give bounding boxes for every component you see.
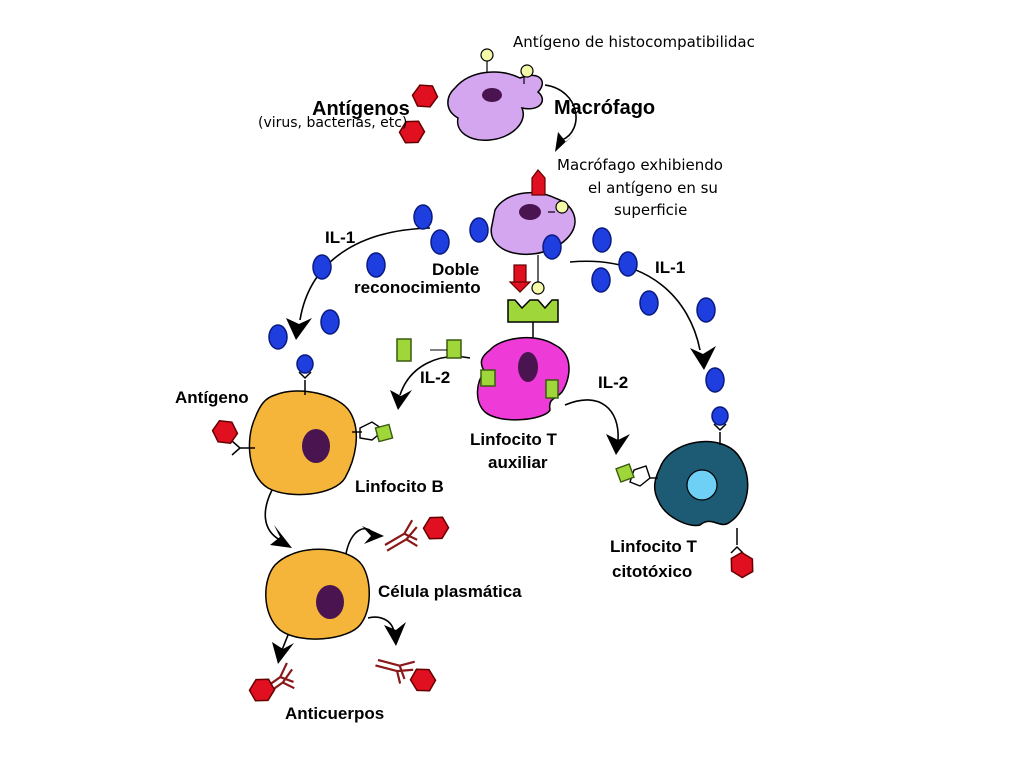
- label-il2-left: IL-2: [420, 368, 450, 387]
- label-il2-right: IL-2: [598, 373, 628, 392]
- label-antigens: Antígenos: [312, 98, 410, 120]
- arrow-antibody-release-right: [367, 616, 406, 646]
- label-plasma-cell: Célula plasmática: [378, 582, 522, 601]
- label-il1-left: IL-1: [325, 228, 355, 247]
- label-cytotoxic-t-2: citotóxico: [612, 562, 692, 581]
- label-antigen: Antígeno: [175, 388, 249, 407]
- label-histocompatibility-antigen: Antígeno de histocompatibilidac: [513, 33, 755, 51]
- label-antibodies: Anticuerpos: [285, 704, 384, 723]
- b-lymphocyte: [208, 354, 394, 496]
- label-macrophage-presenting-3: superficie: [614, 201, 687, 219]
- label-cytotoxic-t-1: Linfocito T: [610, 537, 697, 556]
- label-macrophage-presenting-2: el antígeno en su: [588, 179, 718, 197]
- label-double-recognition-1: Doble: [432, 260, 479, 279]
- label-b-lymphocyte: Linfocito B: [355, 477, 444, 496]
- arrow-il1-to-cytotoxic: [569, 260, 716, 370]
- label-antigens-subtitle: (virus, bacterias, etc): [258, 115, 407, 131]
- helper-t-cell: [476, 299, 570, 421]
- macrophage-presenting-cell: [490, 169, 576, 295]
- arrow-il1-to-b-cell: [286, 227, 431, 340]
- label-macrophage: Macrófago: [554, 97, 655, 119]
- label-helper-t-1: Linfocito T: [470, 430, 557, 449]
- arrow-double-recognition: [508, 264, 532, 293]
- arrow-macrophage-processing: [544, 84, 577, 152]
- macrophage-cell: [447, 48, 543, 141]
- label-double-recognition-2: reconocimiento: [354, 278, 481, 297]
- label-macrophage-presenting-1: Macrófago exhibiendo: [557, 156, 723, 174]
- il2-molecules: [396, 338, 462, 362]
- arrow-antibody-release-top: [344, 526, 384, 561]
- cytotoxic-t-cell: [615, 406, 759, 582]
- arrow-il2-to-cytotoxic: [564, 399, 630, 455]
- arrow-b-to-plasma: [264, 489, 292, 548]
- plasma-cell: [265, 548, 370, 640]
- label-helper-t-2: auxiliar: [488, 453, 548, 472]
- label-il1-right: IL-1: [655, 258, 685, 277]
